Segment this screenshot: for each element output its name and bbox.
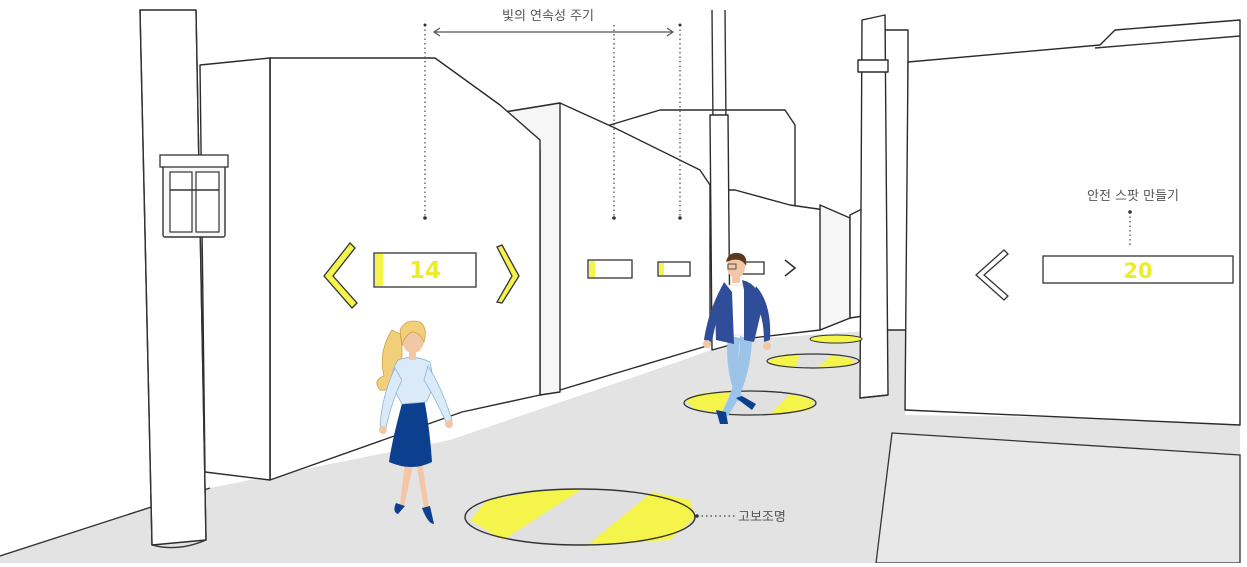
light-bar-sign-1 xyxy=(588,260,632,278)
label-safe-spot: 안전 스팟 만들기 xyxy=(1087,189,1179,204)
label-continuity-cycle: 빛의 연속성 주기 xyxy=(502,9,594,24)
floor-light-large xyxy=(465,489,695,546)
electric-box xyxy=(160,155,228,237)
ground-right xyxy=(876,433,1240,563)
right-building xyxy=(905,20,1240,425)
number-sign-20: 20 xyxy=(1043,256,1233,283)
label-floor-lighting: 고보조명 xyxy=(738,510,786,525)
floor-light-small xyxy=(767,354,859,368)
light-bar-sign-2 xyxy=(658,262,690,276)
left-building xyxy=(200,58,540,480)
pole-left xyxy=(140,10,206,548)
number-14: 14 xyxy=(409,258,441,284)
pole-right xyxy=(858,15,888,398)
number-sign-14: 14 xyxy=(374,253,476,287)
floor-light-far xyxy=(810,335,862,343)
number-20: 20 xyxy=(1123,259,1152,283)
